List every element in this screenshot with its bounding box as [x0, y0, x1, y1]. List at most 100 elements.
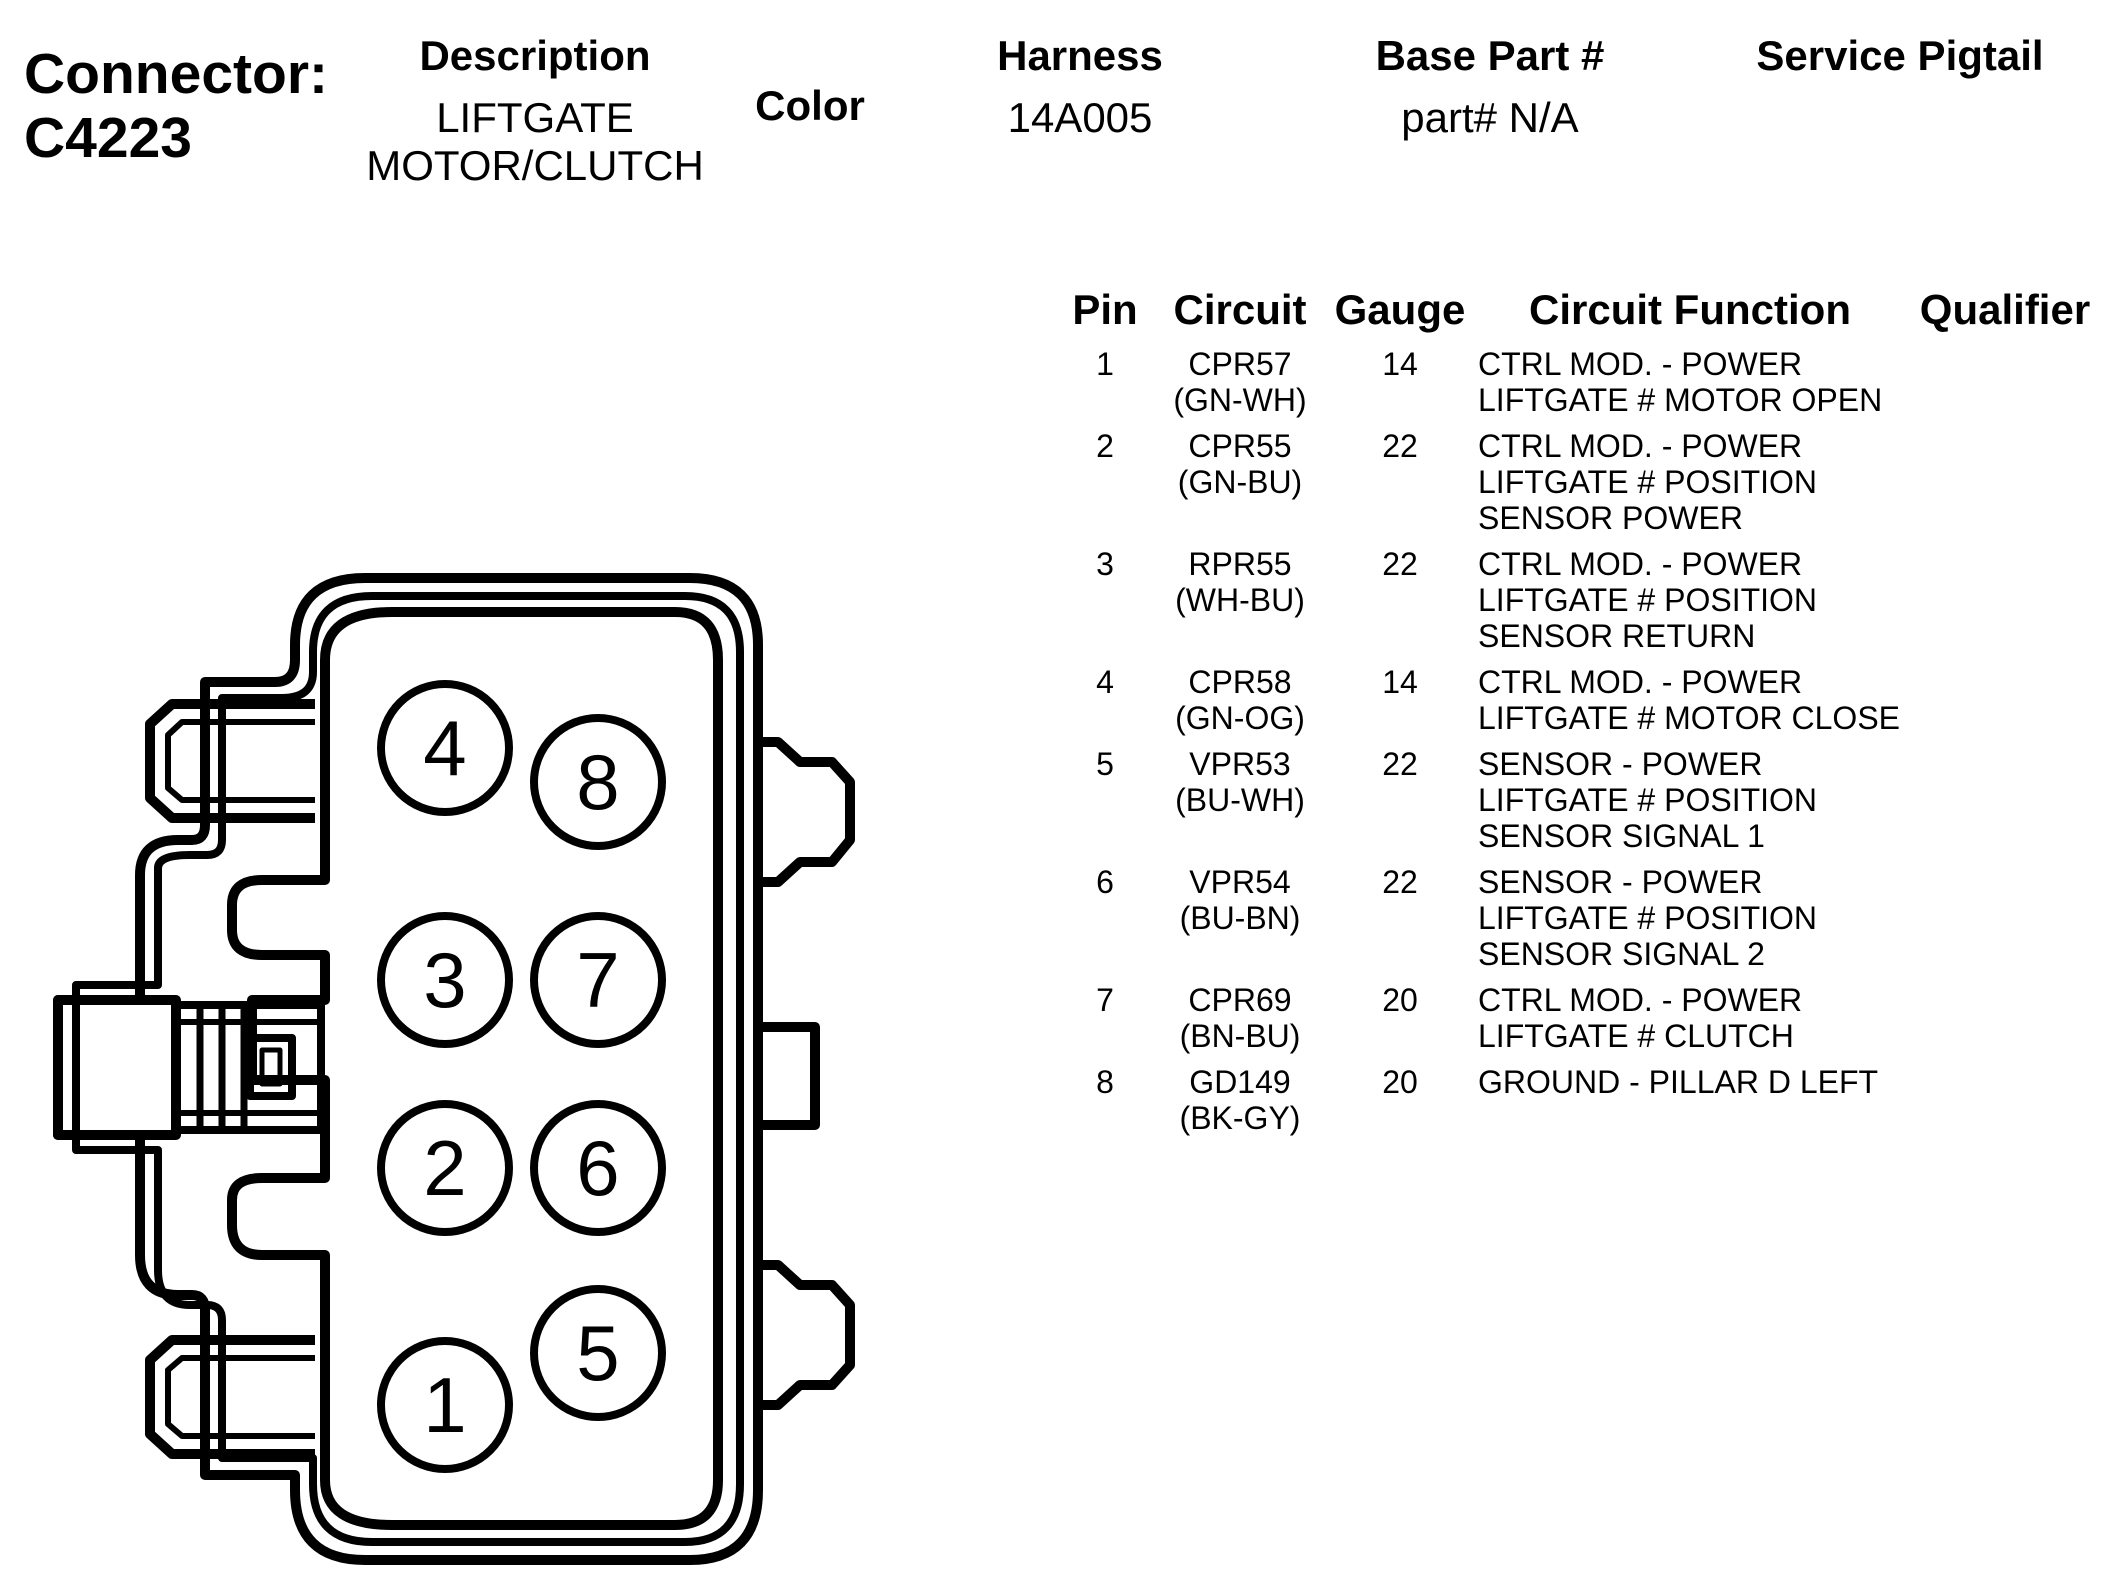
connector-face-diagram: 4 8 3 7 2 6 1 5: [53, 573, 855, 1565]
housing-outline: [53, 573, 763, 1565]
harness-label: Harness: [997, 32, 1163, 79]
pin-number: 1: [423, 1361, 466, 1449]
circuit-code: CPR58: [1188, 664, 1292, 700]
column-header-gauge: Gauge: [1334, 286, 1466, 333]
pin-circle: [530, 1100, 666, 1236]
pin-cavity: 4: [377, 680, 513, 816]
wire-color: (GN-WH): [1173, 382, 1307, 418]
wire-color: (BN-BU): [1179, 1018, 1301, 1054]
circuit-code: GD149: [1189, 1064, 1291, 1100]
pin-number: 5: [576, 1309, 619, 1397]
column-header-circuit: Circuit: [1173, 286, 1307, 333]
right-key-upper: [758, 737, 855, 887]
latch-tab-lower-inner: [165, 1355, 315, 1439]
gauge-cell: 20: [1382, 982, 1418, 1018]
circuit-function-line: LIFTGATE # POSITION: [1478, 464, 1818, 500]
pin-cavity: 1: [377, 1337, 513, 1473]
pin-circle: [530, 1285, 666, 1421]
circuit-cell: VPR54(BU-BN): [1150, 864, 1330, 936]
description-label: Description: [419, 32, 651, 79]
lock-ribs: [172, 1001, 325, 1134]
gauge-cell: 14: [1382, 664, 1418, 700]
circuit-cell: CPR55(GN-BU): [1150, 428, 1330, 500]
circuit-function-line: LIFTGATE # MOTOR CLOSE: [1478, 700, 1900, 736]
pin-number: 4: [423, 704, 466, 792]
circuit-function-line: CTRL MOD. - POWER: [1478, 664, 1803, 700]
pin-cell: 8: [1096, 1064, 1114, 1100]
gauge-cell: 22: [1382, 546, 1418, 582]
pin-cell: 4: [1096, 664, 1114, 700]
circuit-function-line: LIFTGATE # CLUTCH: [1478, 1018, 1794, 1054]
latch-tab-lower: [145, 1335, 315, 1459]
circuit-function-line: LIFTGATE # POSITION: [1478, 582, 1818, 618]
circuit-function-line: LIFTGATE # POSITION: [1478, 782, 1818, 818]
column-header-circuit-function: Circuit Function: [1529, 286, 1851, 333]
circuit-code: RPR55: [1188, 546, 1292, 582]
gauge-cell: 22: [1382, 428, 1418, 464]
wire-color: (GN-OG): [1175, 700, 1305, 736]
pin-cavity: 7: [530, 912, 666, 1048]
lock-clip-inner: [259, 1047, 283, 1087]
circuit-cell: CPR58(GN-OG): [1150, 664, 1330, 736]
gauge-cell: 22: [1382, 746, 1418, 782]
pin-cavity: 8: [530, 714, 666, 850]
color-label: Color: [755, 82, 865, 129]
circuit-function-line: SENSOR SIGNAL 1: [1478, 818, 1765, 854]
harness-value: 14A005: [1007, 94, 1153, 141]
circuit-function-line: GROUND - PILLAR D LEFT: [1478, 1064, 1879, 1100]
circuit-function-line: LIFTGATE # MOTOR OPEN: [1478, 382, 1883, 418]
pin-number: 8: [576, 738, 619, 826]
circuit-function-line: CTRL MOD. - POWER: [1478, 428, 1803, 464]
cavity-outline: [227, 607, 723, 1530]
description-value: LIFTGATE MOTOR/CLUTCH: [355, 94, 715, 190]
circuit-cell: CPR69(BN-BU): [1150, 982, 1330, 1054]
circuit-function-line: CTRL MOD. - POWER: [1478, 346, 1803, 382]
connector-label: Connector:: [24, 42, 328, 106]
circuit-code: VPR53: [1189, 746, 1291, 782]
circuit-function-line: SENSOR POWER: [1478, 500, 1743, 536]
pin-circle: [530, 714, 666, 850]
wire-color: (GN-BU): [1177, 464, 1303, 500]
circuit-function-line: SENSOR - POWER: [1478, 746, 1763, 782]
wire-color: (BK-GY): [1179, 1100, 1301, 1136]
circuit-function-line: CTRL MOD. - POWER: [1478, 982, 1803, 1018]
pin-number: 3: [423, 936, 466, 1024]
column-header-pin: Pin: [1072, 286, 1138, 333]
right-key-lower: [758, 1260, 855, 1410]
pin-number: 6: [576, 1124, 619, 1212]
circuit-code: CPR57: [1188, 346, 1292, 382]
gauge-cell: 14: [1382, 346, 1418, 382]
right-key-middle: [758, 1022, 820, 1130]
circuit-cell: RPR55(WH-BU): [1150, 546, 1330, 618]
base-part-label: Base Part #: [1375, 32, 1605, 79]
circuit-function-line: SENSOR RETURN: [1478, 618, 1756, 654]
circuit-function-line: SENSOR SIGNAL 2: [1478, 936, 1765, 972]
pin-cavity: 6: [530, 1100, 666, 1236]
lock-clip: [246, 1034, 296, 1100]
description-line: MOTOR/CLUTCH: [366, 142, 704, 189]
gauge-cell: 20: [1382, 1064, 1418, 1100]
column-header-qualifier: Qualifier: [1919, 286, 2091, 333]
circuit-code: VPR54: [1189, 864, 1291, 900]
pin-number: 7: [576, 936, 619, 1024]
wire-color: (WH-BU): [1175, 582, 1305, 618]
pin-cavities: 4 8 3 7 2 6 1 5: [377, 680, 666, 1473]
pin-cavity: 3: [377, 912, 513, 1048]
wire-color: (BU-BN): [1179, 900, 1301, 936]
pin-cell: 3: [1096, 546, 1114, 582]
pin-cell: 2: [1096, 428, 1114, 464]
circuit-function-line: CTRL MOD. - POWER: [1478, 546, 1803, 582]
pin-circle: [377, 680, 513, 816]
circuit-function-line: LIFTGATE # POSITION: [1478, 900, 1818, 936]
pin-number: 2: [423, 1124, 466, 1212]
pin-cavity: 2: [377, 1100, 513, 1236]
pin-circle: [377, 912, 513, 1048]
circuit-function-line: SENSOR - POWER: [1478, 864, 1763, 900]
circuit-cell: GD149(BK-GY): [1150, 1064, 1330, 1136]
